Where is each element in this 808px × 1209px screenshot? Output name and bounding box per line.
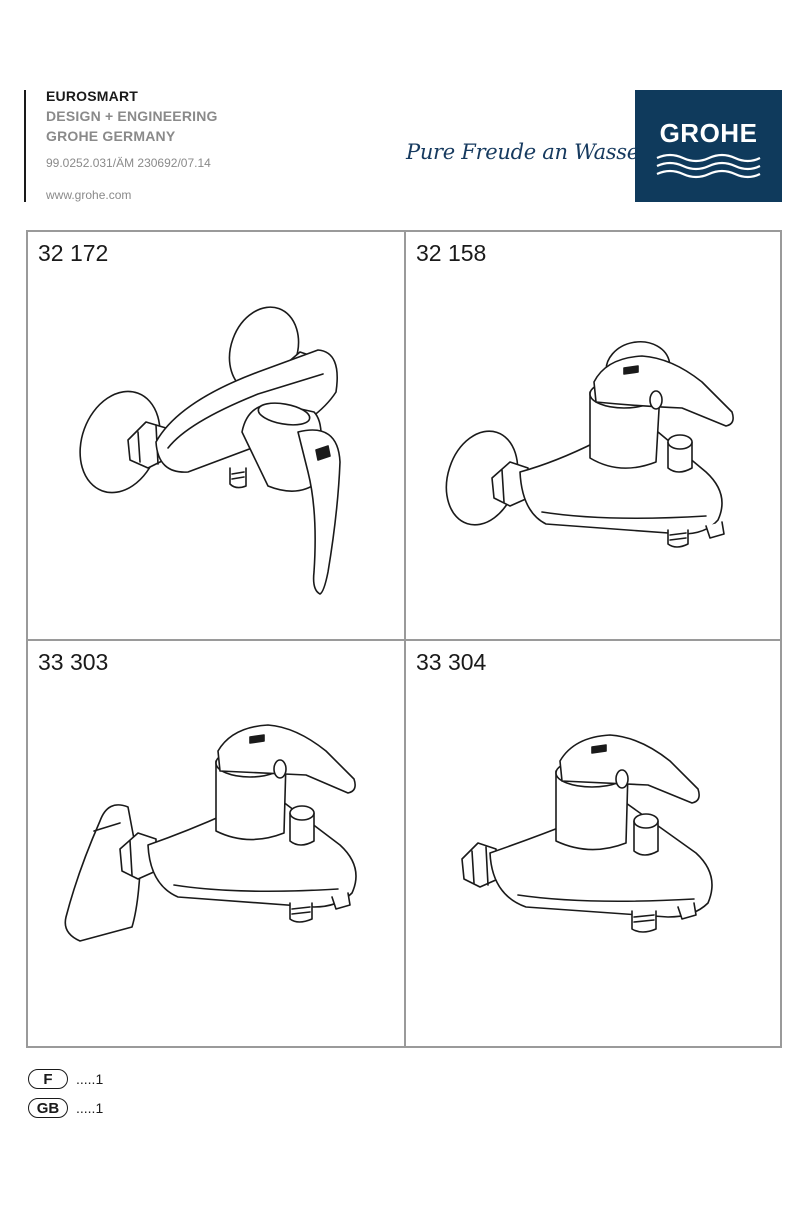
product-cell-32158: 32 158 bbox=[406, 232, 782, 641]
model-number: 32 158 bbox=[416, 240, 487, 266]
logo-wordmark: GROHE bbox=[659, 118, 758, 148]
header-divider bbox=[24, 90, 26, 202]
wall-bath-mixer-icon bbox=[445, 340, 734, 548]
document-code: 99.0252.031/ÄM 230692/07.14 bbox=[46, 156, 211, 170]
product-cell-33303: 33 303 bbox=[28, 641, 406, 1048]
product-grid: 32 172 32 158 bbox=[26, 230, 782, 1048]
language-page-ref: .....1 bbox=[76, 1100, 104, 1116]
product-name: EUROSMART bbox=[46, 88, 139, 104]
model-number: 33 304 bbox=[416, 649, 487, 675]
language-code-badge: GB bbox=[28, 1098, 68, 1118]
website-link[interactable]: www.grohe.com bbox=[46, 188, 132, 202]
product-cell-32172: 32 172 bbox=[28, 232, 406, 641]
wave-icon bbox=[656, 153, 761, 179]
bath-mixer-icon bbox=[461, 734, 713, 933]
language-entry-f[interactable]: F .....1 bbox=[28, 1068, 103, 1090]
model-number: 32 172 bbox=[38, 240, 109, 266]
document-header: EUROSMART DESIGN + ENGINEERING GROHE GER… bbox=[46, 86, 218, 202]
wall-shower-mixer-icon bbox=[79, 306, 341, 595]
origin-line: GROHE GERMANY bbox=[46, 128, 176, 144]
design-line: DESIGN + ENGINEERING bbox=[46, 108, 218, 124]
language-page-ref: .....1 bbox=[76, 1071, 104, 1087]
language-entry-gb[interactable]: GB .....1 bbox=[28, 1097, 103, 1119]
brand-tagline: Pure Freude an Wasser bbox=[406, 140, 649, 164]
grohe-logo: GROHE bbox=[635, 90, 782, 202]
bath-mixer-with-hand-shower-holder-icon bbox=[64, 724, 357, 942]
product-cell-33304: 33 304 bbox=[406, 641, 782, 1048]
language-code-badge: F bbox=[28, 1069, 68, 1089]
model-number: 33 303 bbox=[38, 649, 109, 675]
